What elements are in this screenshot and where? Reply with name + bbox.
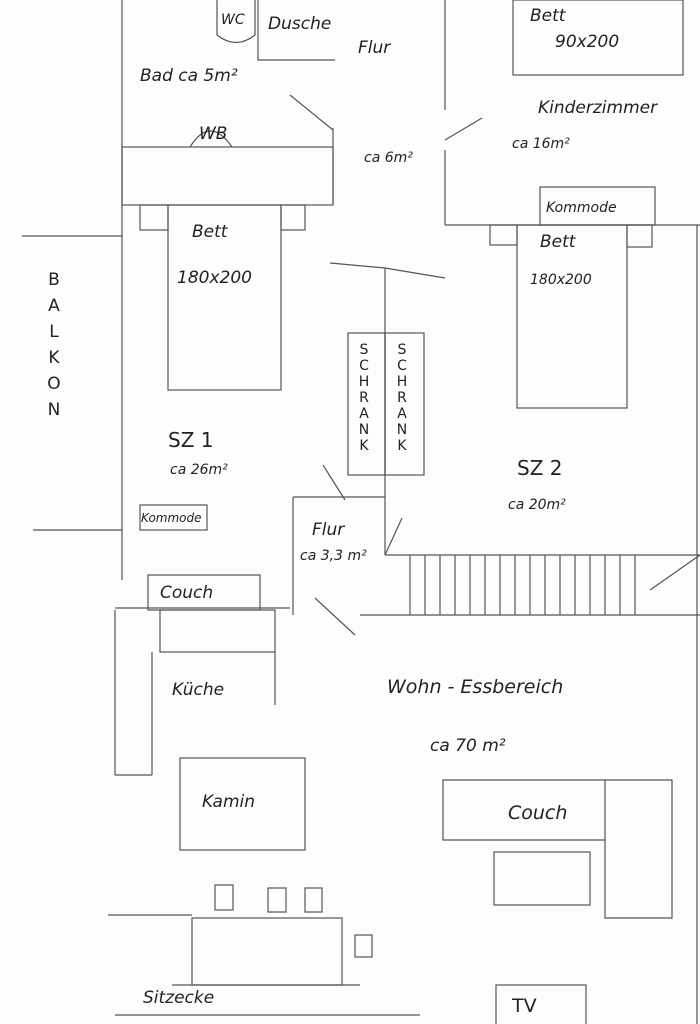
schrank-1-label: SCHRANK [356,342,372,454]
flur-top-label: Flur [358,38,391,58]
bett-kinder-size: 90x200 [555,32,620,52]
kinderzimmer-area: ca 16m² [512,136,570,152]
bett-sz1-label: Bett [192,222,228,242]
bett-sz2-size: 180x200 [530,272,592,288]
sz2-label: SZ 2 [517,456,563,480]
sz2-area: ca 20m² [508,497,566,513]
flur-mid-area: ca 3,3 m² [300,548,367,564]
schrank-2-label: SCHRANK [394,342,410,454]
sz1-area: ca 26m² [170,462,228,478]
kinderzimmer-label: Kinderzimmer [538,98,658,118]
couch-living-label: Couch [508,802,568,824]
flur-mid-label: Flur [312,520,345,540]
bett-kinder-label: Bett [530,6,566,26]
tv-label: TV [512,995,537,1017]
wohn-label: Wohn - Essbereich [387,676,564,698]
kamin-label: Kamin [202,792,256,812]
kommode-sz2-label: Kommode [546,200,617,216]
dusche-label: Dusche [268,14,332,34]
wc-label: WC [221,12,245,28]
balkon-label: BALKON [44,270,64,426]
bad-label: Bad ca 5m² [140,66,238,86]
sitzecke-label: Sitzecke [143,988,215,1008]
bett-sz2-label: Bett [540,232,576,252]
sz1-label: SZ 1 [168,428,214,452]
stairs [409,554,700,615]
kueche-label: Küche [172,680,225,700]
couch-kitchen-label: Couch [160,583,214,603]
bett-sz1-size: 180x200 [177,268,252,288]
wohn-area: ca 70 m² [430,736,506,756]
kommode-sz1-label: Kommode [141,511,202,525]
wb-label: WB [199,124,228,144]
flur-top-area: ca 6m² [364,150,413,166]
